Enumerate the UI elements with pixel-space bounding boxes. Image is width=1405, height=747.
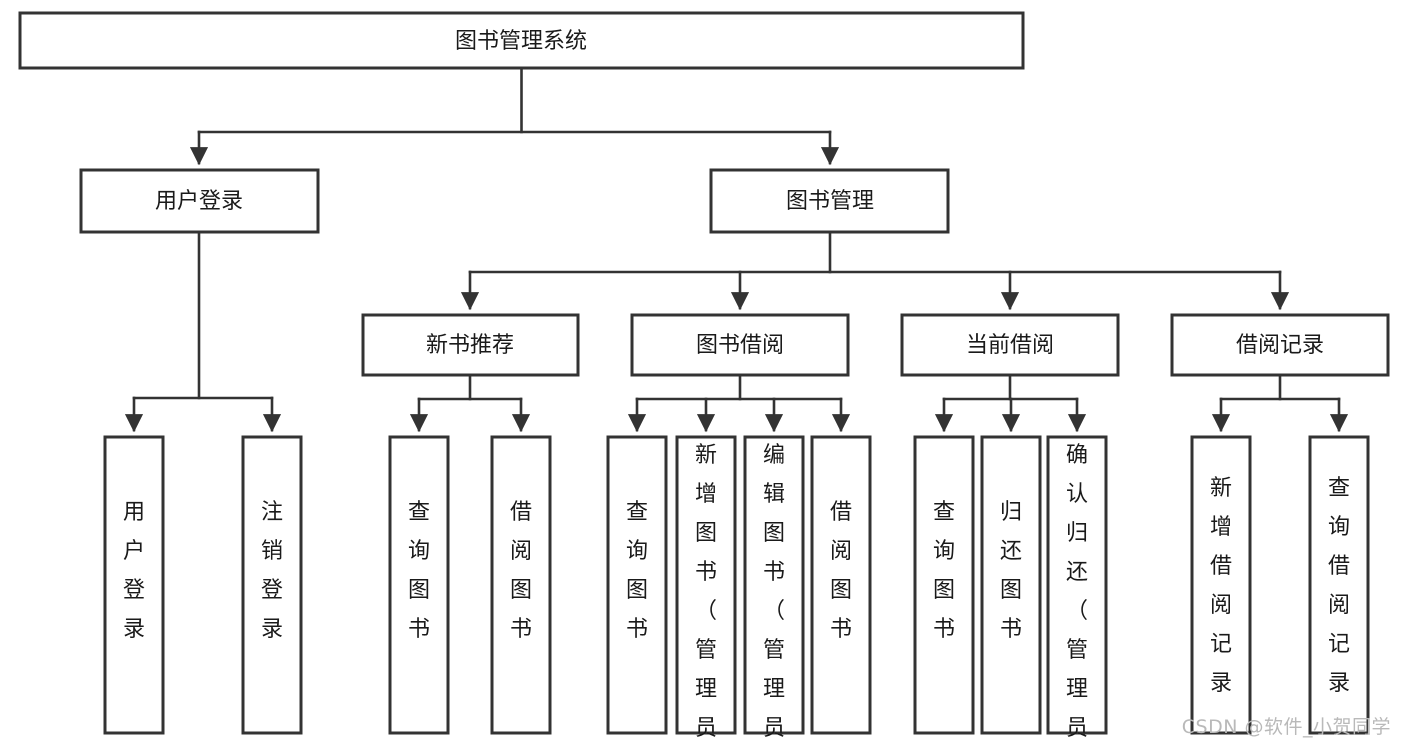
node-book-borrow-box[interactable]: [630, 313, 850, 377]
node-leaf-user-login-box[interactable]: [103, 435, 165, 735]
node-leaf-add-book-label: 新增图书（管理员）: [695, 443, 717, 747]
node-leaf-confirm-return-label: 确认归还（管理员）: [1066, 443, 1088, 747]
node-leaf-user-login[interactable]: 用户登录: [103, 435, 165, 735]
node-current-borrow[interactable]: 当前借阅: [900, 313, 1120, 377]
node-new-book-rec[interactable]: 新书推荐: [361, 313, 580, 377]
node-leaf-borrow-book-1-label: 借阅图书: [510, 500, 532, 642]
node-leaf-add-record[interactable]: 新增借阅记录: [1190, 435, 1252, 735]
node-leaf-query-book-2[interactable]: 查询图书: [606, 435, 668, 735]
node-leaf-query-book-1-label: 查询图书: [408, 500, 430, 642]
node-leaf-edit-book[interactable]: 编辑图书（管理员）: [743, 435, 805, 747]
node-leaf-add-record-box[interactable]: [1190, 435, 1252, 735]
node-root-label: 图书管理系统: [455, 29, 587, 54]
node-leaf-query-record-box[interactable]: [1308, 435, 1370, 735]
node-leaf-borrow-book-2-label: 借阅图书: [830, 500, 852, 642]
node-leaf-query-book-1-box[interactable]: [388, 435, 450, 735]
node-book-manage[interactable]: 图书管理: [709, 168, 950, 234]
node-leaf-add-book-box[interactable]: [675, 435, 737, 735]
node-book-manage-label: 图书管理: [786, 189, 874, 214]
node-user-login-box[interactable]: [79, 168, 320, 234]
node-leaf-query-book-2-label: 查询图书: [626, 500, 648, 642]
node-borrow-record[interactable]: 借阅记录: [1170, 313, 1390, 377]
node-leaf-user-login-label: 用户登录: [123, 500, 145, 642]
node-user-login-label: 用户登录: [155, 189, 243, 214]
node-root[interactable]: 图书管理系统: [18, 11, 1025, 70]
node-leaf-return-book[interactable]: 归还图书: [980, 435, 1042, 735]
node-leaf-borrow-book-1[interactable]: 借阅图书: [490, 435, 552, 735]
node-leaf-edit-book-box[interactable]: [743, 435, 805, 735]
node-leaf-borrow-book-2[interactable]: 借阅图书: [810, 435, 872, 735]
node-leaf-query-record[interactable]: 查询借阅记录: [1308, 435, 1370, 735]
node-leaf-confirm-return[interactable]: 确认归还（管理员）: [1046, 435, 1108, 747]
node-leaf-query-book-1[interactable]: 查询图书: [388, 435, 450, 735]
node-current-borrow-box[interactable]: [900, 313, 1120, 377]
node-current-borrow-label: 当前借阅: [966, 333, 1054, 358]
node-new-book-rec-box[interactable]: [361, 313, 580, 377]
node-new-book-rec-label: 新书推荐: [426, 333, 514, 358]
node-book-borrow[interactable]: 图书借阅: [630, 313, 850, 377]
node-leaf-add-book[interactable]: 新增图书（管理员）: [675, 435, 737, 747]
node-borrow-record-box[interactable]: [1170, 313, 1390, 377]
node-leaf-query-book-3-box[interactable]: [913, 435, 975, 735]
node-leaf-return-book-box[interactable]: [980, 435, 1042, 735]
connector-group: [124, 66, 1349, 433]
node-leaf-borrow-book-1-box[interactable]: [490, 435, 552, 735]
node-user-login[interactable]: 用户登录: [79, 168, 320, 234]
node-book-manage-box[interactable]: [709, 168, 950, 234]
node-leaf-add-record-label: 新增借阅记录: [1210, 476, 1232, 696]
node-root-box[interactable]: [18, 11, 1025, 70]
node-book-borrow-label: 图书借阅: [696, 333, 784, 358]
csdn-watermark: CSDN @软件_小贺同学: [1181, 716, 1391, 738]
node-leaf-edit-book-label: 编辑图书（管理员）: [763, 443, 785, 747]
node-leaf-confirm-return-box[interactable]: [1046, 435, 1108, 735]
node-leaf-user-logout-box[interactable]: [241, 435, 303, 735]
node-leaf-borrow-book-2-box[interactable]: [810, 435, 872, 735]
node-leaf-user-logout[interactable]: 注销登录: [241, 435, 303, 735]
node-leaf-query-book-3-label: 查询图书: [933, 500, 955, 642]
node-borrow-record-label: 借阅记录: [1236, 333, 1324, 358]
node-leaf-query-book-3[interactable]: 查询图书: [913, 435, 975, 735]
node-leaf-query-book-2-box[interactable]: [606, 435, 668, 735]
node-leaf-user-logout-label: 注销登录: [261, 500, 283, 642]
node-leaf-query-record-label: 查询借阅记录: [1328, 476, 1350, 696]
node-leaf-return-book-label: 归还图书: [1000, 500, 1022, 642]
